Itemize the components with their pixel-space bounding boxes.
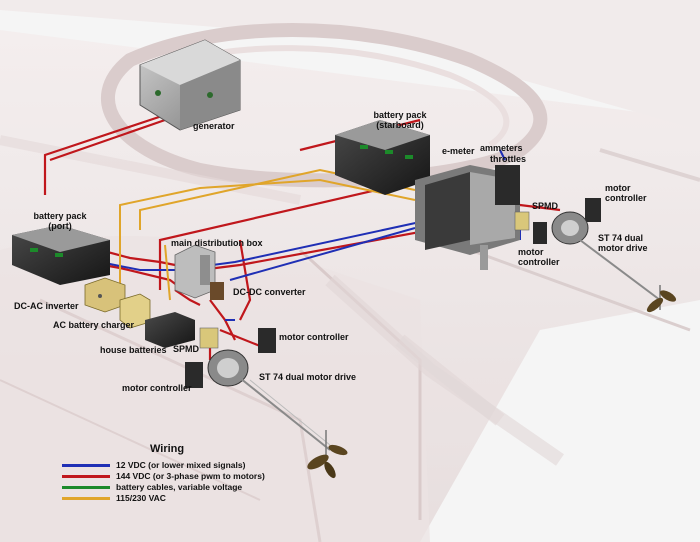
label-dc-dc-converter: DC-DC converter bbox=[233, 287, 306, 297]
battery-pack-port bbox=[12, 225, 110, 285]
label-battery-pack-starboard: battery pack (starboard) bbox=[370, 110, 430, 130]
propeller-port bbox=[307, 430, 348, 479]
label-motor-controller-port-upper: motor controller bbox=[279, 332, 349, 342]
legend-swatch-115vac bbox=[62, 497, 110, 500]
label-motor-controller-port-lower: motor controller bbox=[122, 383, 192, 393]
dc-ac-inverter-unit bbox=[84, 277, 126, 313]
label-e-meter: e-meter bbox=[442, 146, 475, 156]
label-motor-controller-starboard-upper-line1: motor bbox=[605, 183, 631, 193]
spmd-port-unit bbox=[199, 327, 219, 349]
helm-console bbox=[415, 165, 520, 270]
label-motor-controller-starboard-upper: motor controller bbox=[605, 183, 647, 203]
label-dc-ac-inverter: DC-AC inverter bbox=[14, 301, 79, 311]
motor-controller-port-upper-unit bbox=[258, 328, 276, 353]
label-throttles: throttles bbox=[490, 154, 526, 164]
legend-swatch-12vdc bbox=[62, 464, 110, 467]
label-st74-starboard-line1: ST 74 dual bbox=[598, 233, 644, 243]
legend-label-battery-cables: battery cables, variable voltage bbox=[116, 482, 243, 492]
label-motor-controller-starboard-lower: motor controller bbox=[518, 247, 560, 267]
label-battery-pack-port: battery pack (port) bbox=[30, 211, 90, 231]
label-ammeters: ammeters bbox=[480, 143, 523, 153]
motor-controller-starboard-upper-unit bbox=[585, 198, 601, 222]
legend-title: Wiring bbox=[150, 443, 185, 455]
dc-dc-converter-unit bbox=[210, 282, 224, 300]
label-battery-pack-starboard-line1: battery pack bbox=[373, 110, 427, 120]
label-motor-controller-starboard-lower-line2: controller bbox=[518, 257, 560, 267]
spmd-starboard-unit bbox=[514, 211, 530, 231]
label-battery-pack-port-line1: battery pack bbox=[33, 211, 87, 221]
label-spmd-starboard: SPMD bbox=[532, 201, 559, 211]
label-ac-battery-charger: AC battery charger bbox=[53, 320, 135, 330]
generator-unit bbox=[139, 39, 241, 131]
label-spmd-port: SPMD bbox=[173, 344, 200, 354]
label-house-batteries: house batteries bbox=[100, 345, 167, 355]
label-battery-pack-starboard-line2: (starboard) bbox=[376, 120, 424, 130]
propeller-starboard bbox=[646, 285, 677, 313]
label-generator: generator bbox=[193, 121, 235, 131]
main-distribution-box-unit bbox=[174, 244, 216, 299]
label-main-distribution-box: main distribution box bbox=[171, 238, 263, 248]
motor-controller-starboard-lower-unit bbox=[533, 222, 547, 244]
label-st74-starboard: ST 74 dual motor drive bbox=[598, 233, 648, 253]
label-motor-controller-starboard-upper-line2: controller bbox=[605, 193, 647, 203]
legend-label-115vac: 115/230 VAC bbox=[116, 493, 166, 503]
battery-pack-starboard bbox=[335, 120, 430, 195]
st74-port-motor bbox=[207, 349, 331, 451]
label-st74-starboard-line2: motor drive bbox=[598, 243, 648, 253]
legend-swatch-battery-cables bbox=[62, 486, 110, 489]
motor-controller-port-lower-unit bbox=[185, 362, 203, 388]
house-batteries-unit bbox=[145, 312, 195, 348]
label-battery-pack-port-line2: (port) bbox=[48, 221, 72, 231]
label-motor-controller-starboard-lower-line1: motor bbox=[518, 247, 544, 257]
legend-label-12vdc: 12 VDC (or lower mixed signals) bbox=[116, 460, 246, 470]
legend-label-144vdc: 144 VDC (or 3-phase pwm to motors) bbox=[116, 471, 265, 481]
st74-starboard-motor bbox=[551, 211, 661, 301]
label-st74-port: ST 74 dual motor drive bbox=[259, 372, 357, 382]
legend-swatch-144vdc bbox=[62, 475, 110, 478]
